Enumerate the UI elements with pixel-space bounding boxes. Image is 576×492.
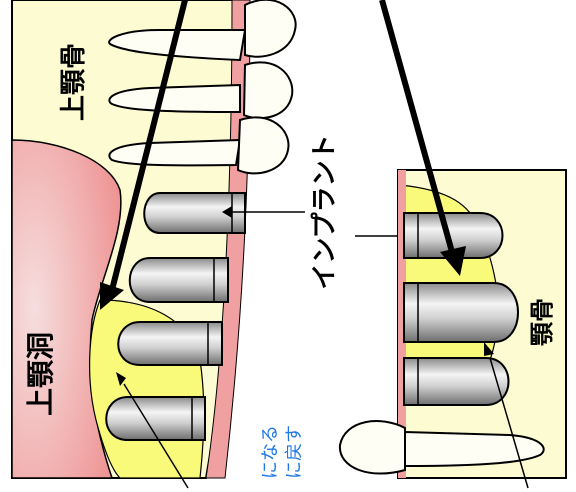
upper-jaw-bone-label: 上顎骨 [59, 43, 89, 121]
blue-text-line2: に戻す [284, 425, 305, 479]
implant-label: インプラント [310, 134, 340, 289]
maxillary-sinus-label: 上顎洞 [24, 332, 57, 416]
jaw-bone-label: 顎骨 [528, 298, 556, 346]
implant-icon [130, 258, 228, 302]
implant-icon [118, 322, 222, 365]
right-panel: 顎骨 [340, 0, 566, 488]
blue-text-line1: になる [260, 425, 281, 479]
implant-icon [106, 397, 205, 440]
left-panel: 上顎骨 上顎洞 [12, 0, 296, 488]
implant-icon [404, 283, 518, 342]
